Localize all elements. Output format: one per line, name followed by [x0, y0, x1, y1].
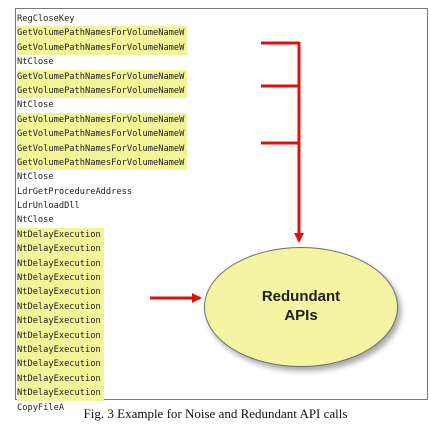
api-call-row: GetVolumePathNamesForVolumeNameW [16, 69, 296, 84]
callout-label: Redundant APIs [204, 287, 398, 325]
api-call-name: NtClose [17, 215, 54, 226]
api-call-name: GetVolumePathNamesForVolumeNameW [17, 155, 188, 171]
api-call-row: NtDelayExecution [16, 242, 296, 257]
api-call-row: GetVolumePathNamesForVolumeNameW [16, 83, 296, 99]
arrow-overlay [150, 41, 304, 303]
callout-line-2: APIs [284, 307, 318, 324]
api-call-row: NtDelayExecution [16, 256, 296, 272]
api-call-row: GetVolumePathNamesForVolumeNameW [16, 112, 296, 128]
api-call-name: NtDelayExecution [17, 342, 104, 358]
api-call-name: GetVolumePathNamesForVolumeNameW [17, 26, 188, 41]
api-call-name: LdrUnloadDll [17, 201, 80, 212]
api-call-row: NtClose [16, 55, 296, 69]
api-call-name: GetVolumePathNamesForVolumeNameW [17, 69, 188, 84]
api-call-row: NtDelayExecution [16, 271, 296, 286]
callout-ellipse [204, 247, 398, 367]
api-call-name: GetVolumePathNamesForVolumeNameW [17, 83, 188, 99]
api-call-row: LdrGetProcedureAddress [16, 185, 296, 199]
api-call-name: GetVolumePathNamesForVolumeNameW [17, 141, 188, 156]
api-call-row: NtDelayExecution [16, 328, 296, 343]
api-call-name: NtClose [17, 57, 54, 68]
api-call-name: LdrGetProcedureAddress [17, 186, 133, 197]
api-call-name: NtDelayExecution [17, 271, 104, 286]
api-call-row: CopyFileA [16, 401, 296, 415]
api-call-name: GetVolumePathNamesForVolumeNameW [17, 40, 188, 56]
api-call-row: NtDelayExecution [16, 357, 296, 372]
api-call-row: NtClose [16, 98, 296, 112]
api-call-row: RegCloseKey [16, 12, 296, 26]
api-call-row: NtClose [16, 213, 296, 227]
api-call-name: NtDelayExecution [17, 242, 104, 257]
api-call-name: GetVolumePathNamesForVolumeNameW [17, 127, 188, 142]
api-call-name: NtClose [17, 172, 54, 183]
api-call-row: NtDelayExecution [16, 314, 296, 329]
api-call-name: NtClose [17, 100, 54, 111]
api-call-name: NtDelayExecution [17, 227, 104, 243]
api-call-row: NtDelayExecution [16, 342, 296, 358]
api-call-row: NtDelayExecution [16, 386, 296, 401]
api-call-name: RegCloseKey [17, 14, 75, 24]
api-call-name: GetVolumePathNamesForVolumeNameW [17, 112, 188, 128]
api-call-row: GetVolumePathNamesForVolumeNameW [16, 141, 296, 156]
api-call-name: NtDelayExecution [17, 357, 104, 372]
api-call-name: CopyFileA [17, 402, 65, 413]
api-call-name: NtDelayExecution [17, 328, 104, 343]
api-call-row: NtDelayExecution [16, 299, 296, 315]
api-call-row: LdrUnloadDll [16, 199, 296, 213]
api-call-row: NtClose [16, 170, 296, 184]
api-call-row: GetVolumePathNamesForVolumeNameW [16, 155, 296, 171]
figure-caption: Fig. 3 Example for Noise and Redundant A… [83, 406, 348, 421]
api-call-row: NtDelayExecution [16, 227, 296, 243]
api-call-name: NtDelayExecution [17, 386, 104, 401]
api-call-name: NtDelayExecution [17, 314, 104, 329]
api-call-row: GetVolumePathNamesForVolumeNameW [16, 127, 296, 142]
api-call-name: NtDelayExecution [17, 285, 104, 300]
api-call-row: NtDelayExecution [16, 285, 296, 300]
api-call-row: GetVolumePathNamesForVolumeNameW [16, 40, 296, 56]
callout-line-1: Redundant [261, 288, 341, 305]
api-call-name: NtDelayExecution [17, 371, 104, 387]
api-call-name: NtDelayExecution [17, 256, 104, 272]
api-call-row: NtDelayExecution [16, 371, 296, 387]
api-call-name: NtDelayExecution [17, 299, 104, 315]
api-call-row: GetVolumePathNamesForVolumeNameW [16, 26, 296, 41]
